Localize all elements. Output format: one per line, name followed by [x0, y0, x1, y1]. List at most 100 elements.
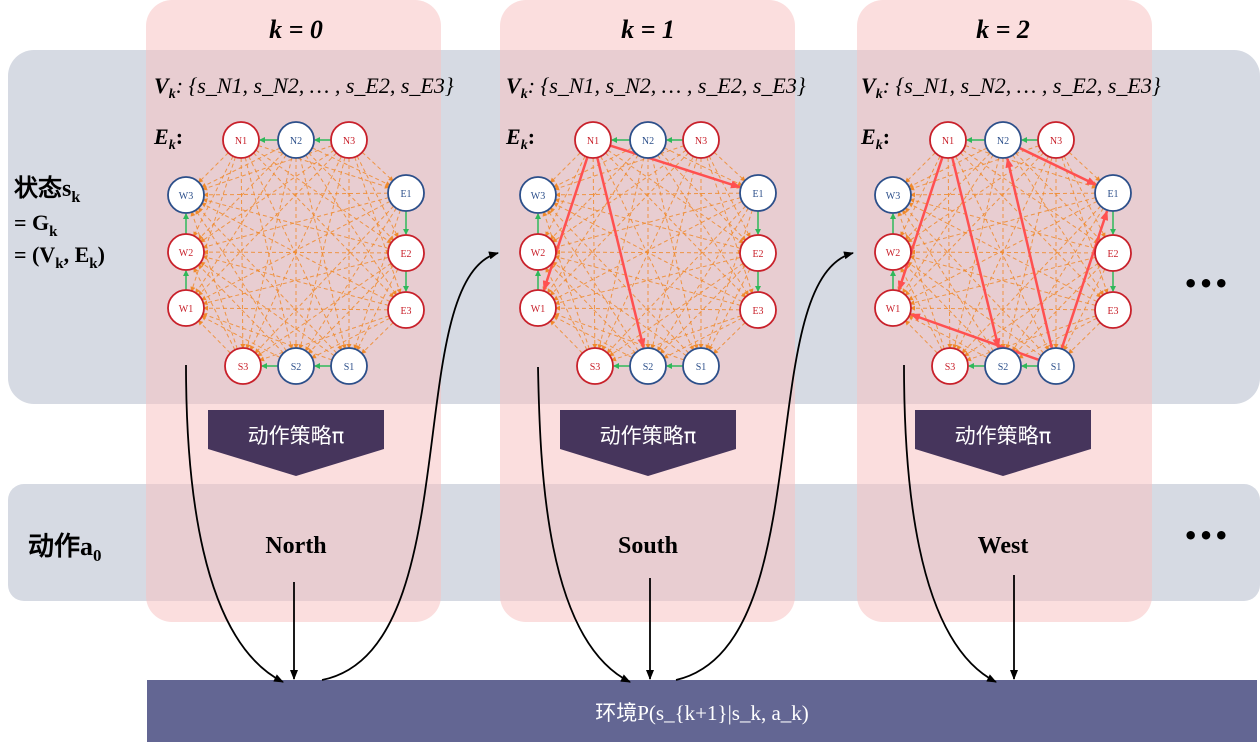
node-circle	[277, 121, 315, 159]
k-label: k = 2	[976, 15, 1030, 44]
dashed-edge	[904, 152, 1044, 296]
dashed-edge	[705, 209, 753, 350]
dashed-edge	[311, 147, 391, 186]
dashed-edge	[308, 152, 395, 241]
selected-edge	[951, 157, 1001, 349]
green-edges	[183, 137, 409, 369]
dashed-edge	[966, 315, 1097, 362]
selected-edge	[897, 156, 944, 291]
dashed-edge	[253, 152, 395, 298]
dashed-edge	[248, 156, 342, 351]
dashed-edge	[964, 145, 1097, 189]
dashed-edge	[660, 152, 747, 241]
node-circle	[387, 234, 425, 272]
green-edges	[535, 137, 761, 369]
vertex-set-label: Vk: {s_N1, s_N2, … , s_E2, s_E3}	[154, 73, 454, 102]
dashed-edge	[545, 155, 586, 237]
node-w2: W2	[874, 233, 912, 271]
dashed-edge	[353, 209, 401, 350]
environment-label: 环境P(s_{k+1}|s_k, a_k)	[595, 701, 809, 725]
policy-shape	[208, 410, 384, 476]
node-circle	[984, 121, 1022, 159]
node-circle	[519, 176, 557, 214]
vertex-set-label: Vk: {s_N1, s_N2, … , s_E2, s_E3}	[506, 73, 806, 102]
node-circle	[739, 174, 777, 212]
node-s2: S2	[629, 347, 667, 385]
dashed-edge	[202, 197, 389, 249]
column-1: k = 1Vk: {s_N1, s_N2, … , s_E2, s_E3}Ek:…	[505, 15, 806, 559]
dashed-edge	[197, 320, 231, 354]
dashed-edge	[904, 320, 938, 354]
dashed-edge	[190, 211, 238, 350]
dashed-edge	[592, 157, 598, 350]
dashed-edge	[960, 152, 1102, 298]
node-circle	[167, 233, 205, 271]
node-w2: W2	[519, 233, 557, 271]
svg-text:= Gk: = Gk	[14, 210, 58, 240]
dashed-edge	[611, 315, 742, 362]
edge-set-label: Ek:	[860, 124, 890, 153]
selected-edge	[909, 313, 1040, 362]
node-s3: S3	[931, 347, 969, 385]
state-label: 状态sk = Gk = (Vk, Ek)	[14, 174, 105, 272]
node-circle	[874, 233, 912, 271]
node-label: N3	[343, 136, 355, 147]
node-circle	[929, 121, 967, 159]
node-circle	[519, 289, 557, 327]
node-s3: S3	[224, 347, 262, 385]
node-label: N1	[587, 136, 599, 147]
ellipsis-action: •••	[1183, 522, 1229, 550]
column-panel-k2	[857, 0, 1152, 622]
node-circle	[682, 347, 720, 385]
dashed-edge	[193, 267, 236, 351]
node-e1: E1	[739, 174, 777, 212]
node-label: S1	[344, 362, 355, 373]
node-n3: N3	[1037, 121, 1075, 159]
dashed-edge	[202, 255, 389, 306]
node-e3: E3	[1094, 291, 1132, 329]
dashed-edge	[554, 198, 741, 249]
dashed-edge	[955, 156, 1049, 351]
dashed-edge	[554, 255, 741, 306]
dashed-edge	[909, 256, 1096, 306]
dashed-edge	[240, 157, 246, 350]
dashed-edge	[201, 315, 281, 359]
node-circle	[1037, 347, 1075, 385]
node-circle	[739, 291, 777, 329]
dashed-edge	[554, 197, 741, 249]
node-w1: W1	[874, 289, 912, 327]
dashed-edges	[190, 145, 402, 362]
dashed-edge	[1068, 322, 1101, 355]
node-label: N2	[642, 136, 654, 147]
dashed-edge	[256, 262, 392, 357]
node-s1: S1	[1037, 347, 1075, 385]
policy-box: 动作策略π	[208, 410, 384, 476]
node-circle	[629, 121, 667, 159]
flow-state0-to-env	[185, 364, 284, 683]
dashed-edge	[909, 192, 1096, 198]
dashed-edge	[197, 152, 284, 240]
node-label: S3	[945, 362, 956, 373]
node-circle	[519, 233, 557, 271]
edge-set-label: Ek:	[153, 124, 183, 153]
node-circle	[167, 176, 205, 214]
policy-box: 动作策略π	[915, 410, 1091, 476]
dashed-edge	[554, 192, 741, 198]
dashed-edge	[201, 202, 391, 303]
dashed-edge	[1063, 155, 1106, 238]
node-circle	[224, 347, 262, 385]
node-circle	[984, 347, 1022, 385]
node-label: S2	[643, 362, 654, 373]
node-label: E1	[752, 189, 763, 200]
node-w3: W3	[167, 176, 205, 214]
node-circle	[330, 347, 368, 385]
dashed-edge	[900, 155, 941, 237]
dashed-edge	[605, 152, 747, 298]
node-label: S3	[238, 362, 249, 373]
node-circle	[576, 347, 614, 385]
node-label: W1	[531, 304, 545, 315]
dashed-edge	[708, 155, 751, 238]
ellipsis-state: •••	[1183, 270, 1229, 298]
dashed-edge	[554, 145, 685, 191]
